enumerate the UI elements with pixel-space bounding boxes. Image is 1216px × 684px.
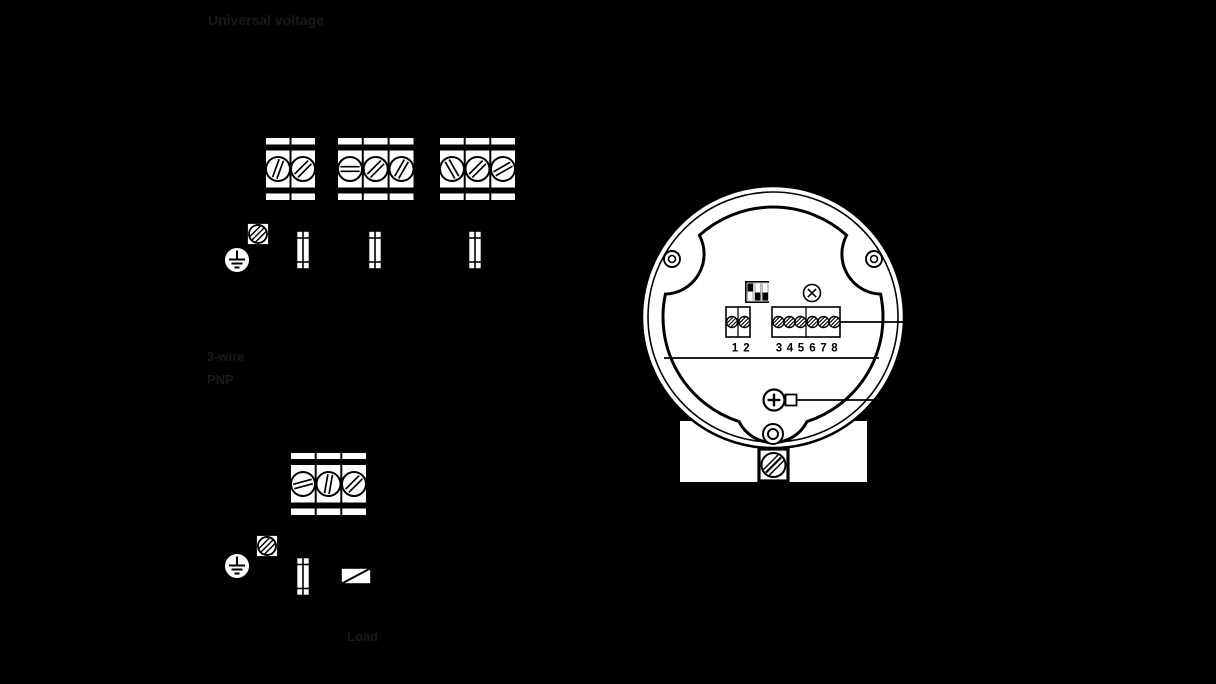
dip-slider-2 — [755, 283, 761, 293]
fuse-symbol-output — [295, 556, 311, 597]
led-indicator — [802, 283, 822, 303]
housing-gasket — [661, 205, 885, 445]
housing-screw-hole-left — [663, 250, 681, 268]
earth-terminal-screw-output — [256, 535, 278, 557]
terminal-label-8: 8 — [831, 343, 838, 355]
terminal-screw — [828, 315, 841, 329]
supply-section-label: Universal voltage — [208, 12, 324, 28]
terminal-block-3-8 — [771, 306, 841, 338]
terminal-labels: 1 2 3 4 5 6 7 8 — [732, 343, 839, 355]
dip-slider-3 — [762, 283, 768, 293]
terminal-screw — [772, 315, 785, 329]
supply-terminal-block-2pole — [261, 136, 321, 202]
relay-terminal-block-1 — [336, 136, 419, 202]
fuse-symbol-1 — [295, 230, 311, 270]
terminal-screw — [794, 315, 807, 329]
terminal-label-4: 4 — [787, 343, 794, 355]
terminal-screw — [738, 315, 751, 329]
pe-ground-symbol-output — [223, 552, 251, 580]
ground-screw — [762, 388, 884, 412]
terminal-label-7: 7 — [820, 343, 826, 355]
terminal-label-2: 2 — [743, 343, 749, 355]
output-type-label-line1: 3-wire — [207, 349, 245, 364]
terminal-screw — [725, 315, 739, 329]
load-label: Load — [347, 629, 378, 644]
terminal-label-5: 5 — [798, 343, 805, 355]
terminal-label-3: 3 — [776, 343, 782, 355]
fuse-symbol-2 — [367, 230, 383, 270]
output-terminal-block-3pole — [287, 451, 372, 517]
terminal-label-6: 6 — [809, 343, 815, 355]
load-symbol — [340, 567, 372, 585]
ground-connector — [784, 393, 798, 407]
dip-slider-1 — [747, 291, 753, 301]
terminal-label-1: 1 — [732, 343, 739, 355]
terminal-screw — [783, 315, 796, 329]
earth-terminal-screw — [247, 223, 269, 245]
terminal-screw — [817, 315, 830, 329]
pe-ground-symbol — [223, 246, 251, 274]
terminal-block-1-2 — [725, 306, 751, 338]
terminal-screw — [337, 156, 363, 182]
output-type-label-line2: PNP — [207, 372, 234, 387]
relay-terminal-block-2 — [434, 136, 521, 202]
housing-screw-hole-bottom — [762, 423, 784, 445]
transmitter-housing: 1 2 3 4 5 6 7 8 — [640, 184, 906, 484]
conduit-entry — [757, 447, 790, 483]
fuse-symbol-3 — [467, 230, 483, 270]
terminal-screw — [806, 315, 819, 329]
housing-screw-hole-right — [865, 250, 883, 268]
dip-switch — [745, 281, 769, 303]
